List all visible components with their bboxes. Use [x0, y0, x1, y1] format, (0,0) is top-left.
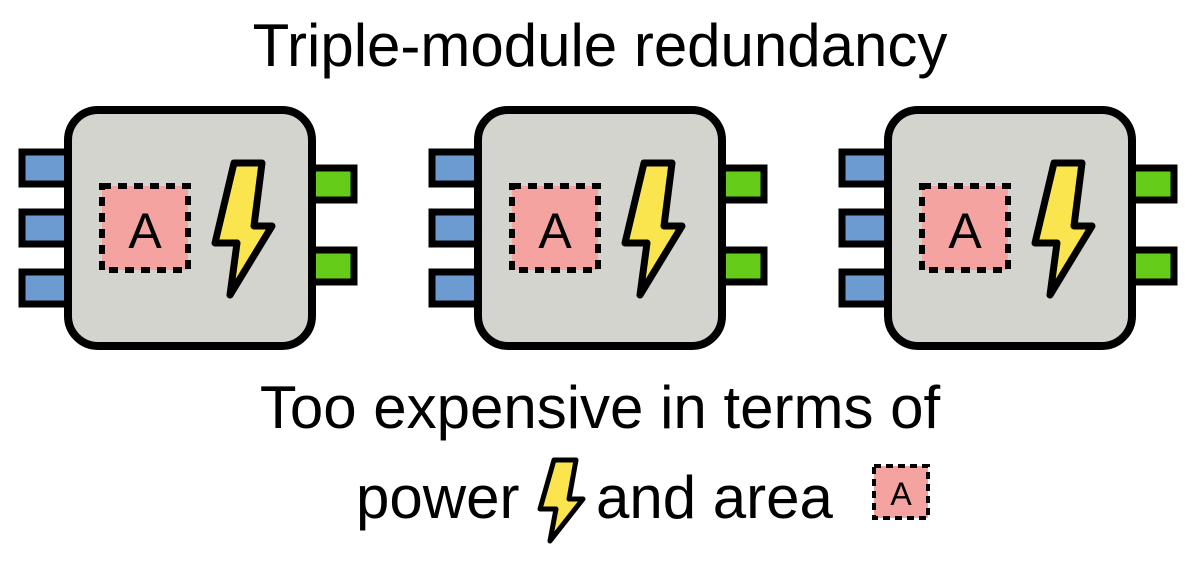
lightning-bolt-icon [537, 457, 586, 544]
lightning-bolt-icon [211, 159, 276, 299]
area-block-icon: A [99, 183, 191, 273]
module-3: A [838, 100, 1188, 360]
lightning-bolt-icon [1031, 159, 1096, 299]
area-block-icon: A [509, 183, 601, 273]
lightning-bolt-icon [621, 159, 686, 299]
area-block-icon: A [919, 183, 1011, 273]
area-label: A [538, 203, 572, 259]
footer-power-text: power [356, 464, 520, 531]
footer-area-text: and area [596, 464, 833, 531]
area-label: A [890, 476, 912, 512]
area-label: A [128, 203, 162, 259]
footer-area-text-wrap: and area [596, 462, 833, 534]
diagram-title: Triple-module redundancy [252, 12, 948, 79]
module-1: A [18, 100, 368, 360]
module-2: A [428, 100, 778, 360]
area-label: A [948, 203, 982, 259]
footer-caption-line1: Too expensive in terms of [259, 374, 941, 441]
footer-caption-line2: power [356, 462, 519, 534]
area-block-icon: A [872, 464, 930, 520]
